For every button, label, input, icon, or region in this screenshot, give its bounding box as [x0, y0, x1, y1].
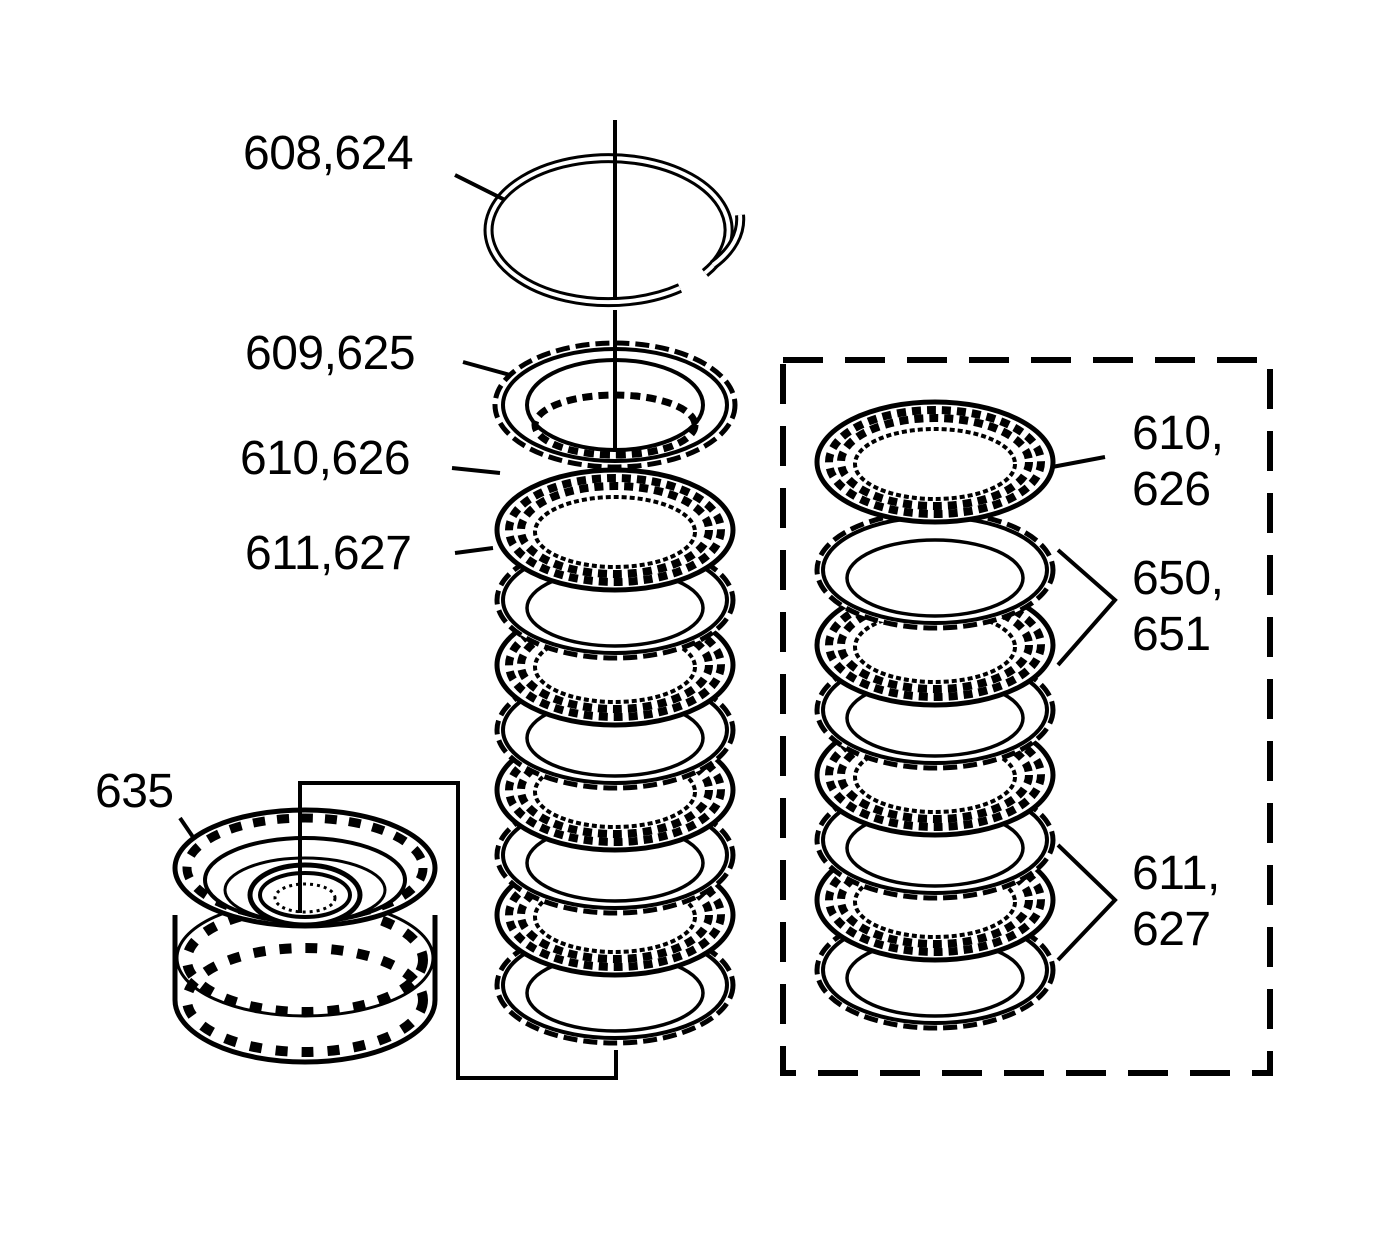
callout-box-fiber-line1: 610, — [1132, 407, 1224, 460]
leader-backing-plate — [462, 360, 511, 377]
callout-housing: 635 — [95, 765, 174, 818]
leader-snap-ring — [454, 173, 506, 202]
alternate-configuration-box — [780, 357, 1273, 1076]
leader-box-steel — [1056, 843, 1118, 962]
callout-fiber-plate: 610,626 — [240, 432, 411, 485]
callout-box-selective-line1: 650, — [1132, 552, 1224, 605]
leader-box-selective — [1056, 548, 1118, 667]
assembly-path — [298, 781, 618, 1080]
right-plate-stack — [817, 402, 1053, 1028]
callout-steel-plate: 611,627 — [245, 527, 412, 580]
callout-box-selective-line2: 651 — [1132, 608, 1211, 661]
callout-backing-plate: 609,625 — [245, 327, 416, 380]
callout-box-steel-line1: 611, — [1132, 847, 1220, 900]
callout-box-fiber-line2: 626 — [1132, 463, 1211, 516]
callout-snap-ring: 608,624 — [243, 127, 414, 180]
callout-box-steel-line2: 627 — [1132, 903, 1211, 956]
leader-fiber-plate — [451, 466, 501, 475]
leader-steel-plate — [454, 546, 494, 555]
leader-housing — [178, 816, 197, 842]
clutch-housing-part — [172, 807, 438, 1065]
snap-ring-part — [483, 153, 746, 308]
leader-box-fiber — [1051, 455, 1106, 469]
